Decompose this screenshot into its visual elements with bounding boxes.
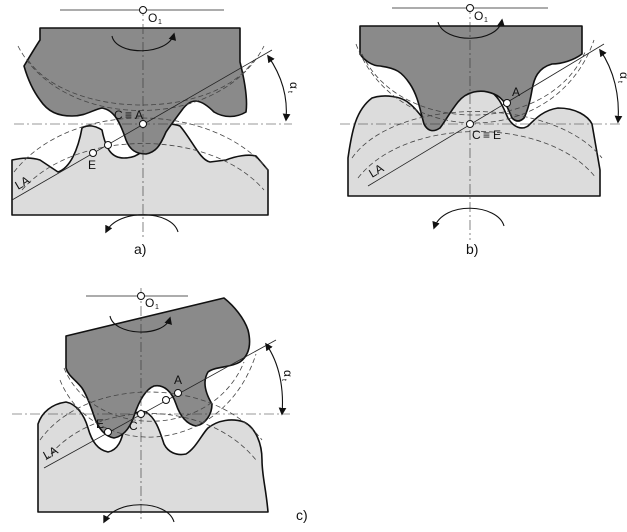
panel-b-upper-gear — [359, 25, 583, 132]
panel-b-line-of-action — [367, 43, 605, 187]
panel-a-label-o1-sub: 1 — [158, 19, 162, 26]
panel-c-caption: c) — [296, 507, 308, 523]
panel-b-label-la: LA — [366, 161, 386, 181]
panel-c-label-o1: O — [145, 296, 154, 310]
panel-b: O 1 C ≡ E A LA α t b) — [340, 4, 627, 257]
panel-c-angle-arc — [265, 342, 287, 416]
panel-b-label-o1-sub: 1 — [484, 17, 488, 24]
panel-c-upper-gear — [65, 297, 251, 439]
panel-c-label-alpha: α — [281, 370, 295, 377]
panel-c-label-a: A — [174, 373, 182, 387]
panel-c-lower-gear — [37, 401, 269, 513]
panel-a-label-alpha: α — [287, 82, 301, 89]
panel-a-lower-gear — [11, 123, 269, 216]
panel-a-label-o1: O — [148, 11, 157, 25]
panel-c-line-of-action — [43, 339, 277, 469]
panel-b-label-a: A — [512, 85, 520, 99]
panel-a-angle-arc — [267, 54, 291, 122]
panel-a-label-c: C — [114, 108, 123, 122]
panel-c-label-o1-sub: 1 — [155, 304, 159, 311]
panel-c-lower-rotation-arrow — [103, 504, 175, 524]
panel-c-label-alpha-sub: t — [280, 379, 287, 381]
panel-a-upper-gear — [23, 27, 248, 155]
panel-c-upper-rotation-arrow — [109, 315, 172, 333]
panel-b-lower-gear — [347, 87, 601, 197]
panel-b-label-alpha-sub: t — [616, 81, 623, 83]
panel-c-label-e: E — [96, 417, 104, 431]
panel-a-label-la: LA — [13, 173, 33, 192]
panel-a: O 1 C ≡ A E LA α t a) — [11, 6, 301, 257]
panel-b-label-c: C — [472, 128, 481, 142]
panel-b-label-e: E — [493, 128, 501, 142]
panel-b-angle-arc — [599, 48, 623, 124]
panel-a-lower-rotation-arrow — [105, 214, 179, 234]
panel-a-label-alpha-sub: t — [286, 91, 293, 93]
panel-b-caption: b) — [466, 241, 478, 257]
panel-a-label-coincide: ≡ — [125, 108, 132, 122]
panel-b-upper-rotation-arrow — [437, 18, 505, 39]
panel-c-label-la: LA — [41, 443, 61, 462]
panel-c-label-c: C — [129, 419, 138, 433]
panel-a-label-a: A — [135, 108, 143, 122]
panel-b-label-alpha: α — [617, 72, 627, 79]
panel-c: O 1 A C E LA α t c) — [12, 288, 308, 524]
panel-b-label-o1: O — [474, 9, 483, 23]
panel-b-label-coincide: ≡ — [483, 128, 490, 142]
panel-a-upper-rotation-arrow — [111, 32, 177, 52]
panel-a-caption: a) — [134, 241, 146, 257]
panel-a-label-e: E — [88, 158, 96, 172]
panel-b-lower-rotation-arrow — [432, 207, 505, 230]
